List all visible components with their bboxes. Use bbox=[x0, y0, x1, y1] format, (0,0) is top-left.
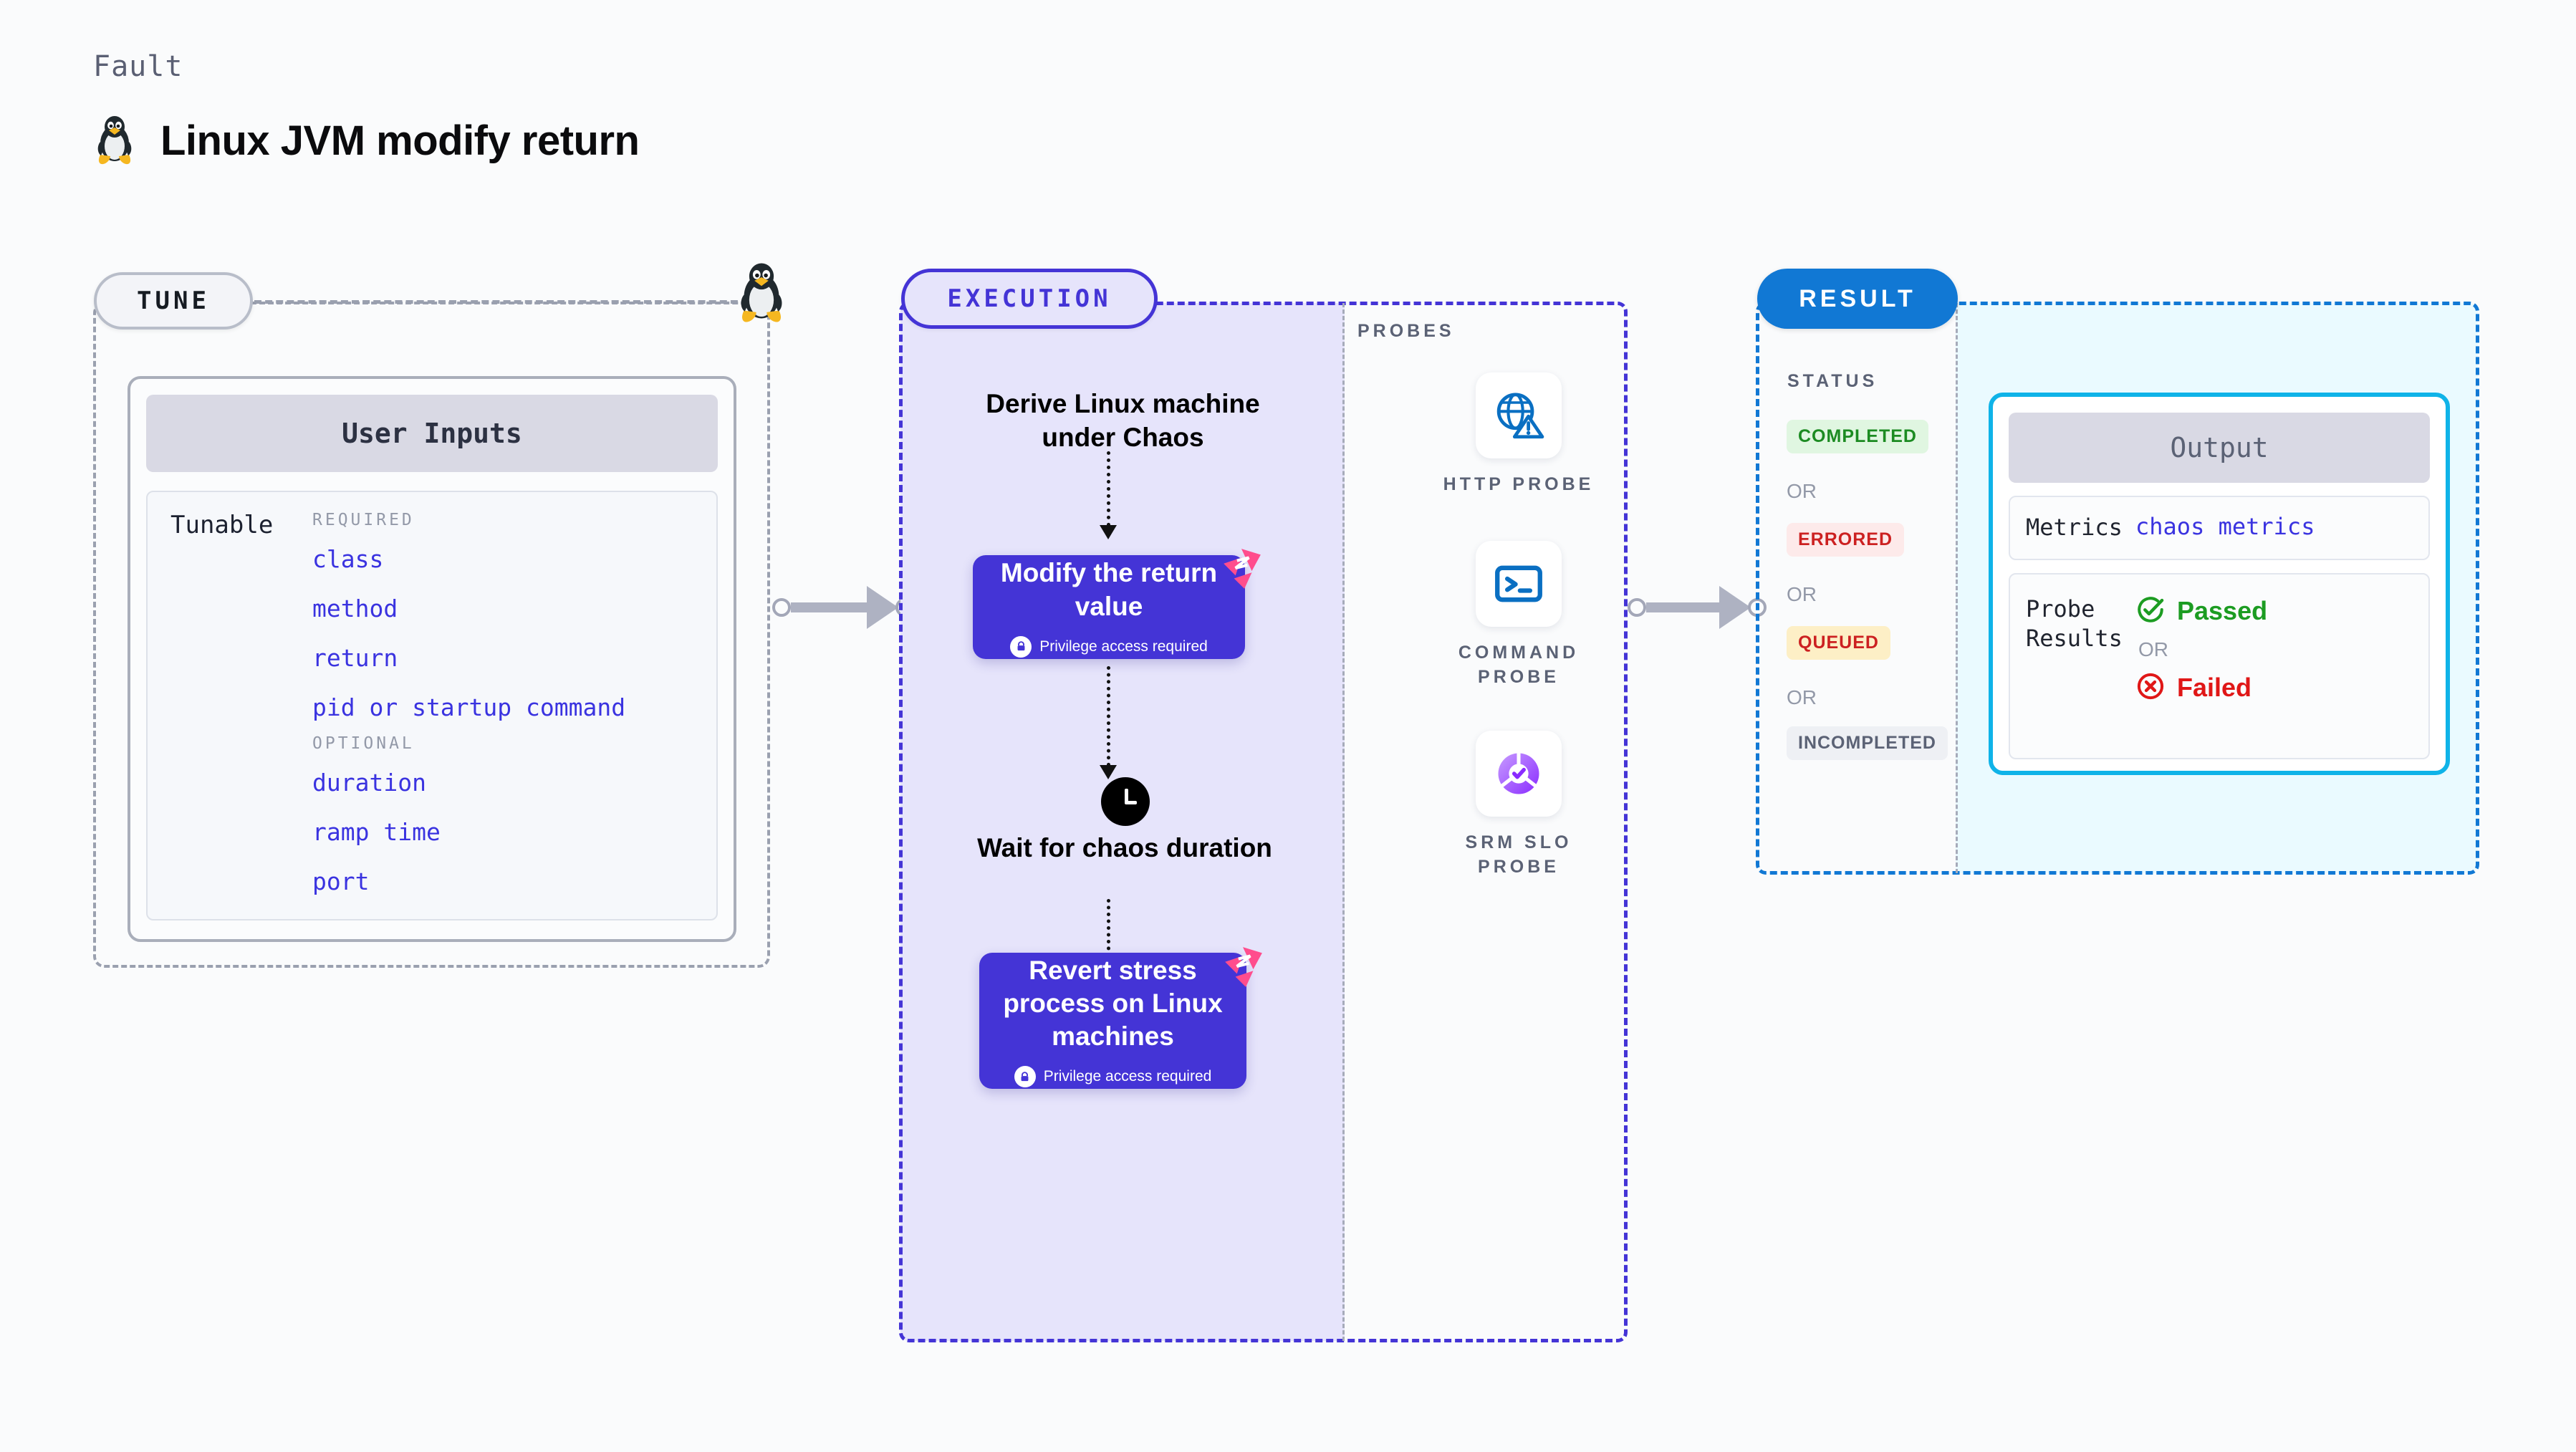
harness-logo-icon bbox=[1224, 549, 1261, 589]
user-inputs-title: User Inputs bbox=[146, 395, 718, 472]
execution-step-modify-box[interactable]: Modify the return value Privilege access… bbox=[973, 555, 1245, 659]
output-probe-results-values: Passed OR Failed bbox=[2135, 595, 2267, 742]
status-or-label-1: OR bbox=[1787, 480, 1817, 502]
tunable-group-heading-required: REQUIRED bbox=[312, 511, 415, 529]
probe-result-passed: Passed bbox=[2135, 595, 2267, 628]
status-or-label-3: OR bbox=[1787, 686, 1817, 708]
result-region-boundary bbox=[1756, 302, 2479, 875]
tunable-group-heading-optional: OPTIONAL bbox=[312, 734, 415, 753]
probe-command[interactable]: COMMAND PROBE bbox=[1429, 541, 1608, 690]
fault-title-row: Linux JVM modify return bbox=[93, 115, 640, 166]
tune-to-execution-arrow bbox=[772, 586, 914, 629]
lock-icon bbox=[1014, 1066, 1036, 1088]
status-badge-queued: QUEUED bbox=[1787, 626, 1890, 660]
execution-step-derive-label: Derive Linux machine under Chaos bbox=[986, 389, 1260, 453]
connector-arrowhead bbox=[1719, 586, 1751, 629]
tunable-item-return[interactable]: return bbox=[312, 644, 398, 672]
output-metrics-row: Metrics chaos metrics bbox=[2009, 496, 2430, 560]
execution-probes-divider bbox=[1342, 303, 1345, 1341]
privilege-access-note-revert: Privilege access required bbox=[1014, 1066, 1212, 1088]
status-section-label: STATUS bbox=[1787, 371, 1878, 391]
x-circle-icon bbox=[2135, 671, 2166, 705]
connector-line bbox=[1646, 602, 1721, 612]
connector-arrowhead bbox=[867, 586, 898, 629]
tune-linux-penguin-icon bbox=[735, 261, 788, 324]
fault-eyebrow-label: Fault bbox=[93, 50, 183, 83]
user-inputs-card: User Inputs Tunable REQUIRED class metho… bbox=[128, 376, 736, 942]
slo-donut-check-icon bbox=[1476, 731, 1562, 817]
execution-region-boundary bbox=[899, 302, 1628, 1342]
tunable-item-duration[interactable]: duration bbox=[312, 769, 426, 797]
status-badge-completed: COMPLETED bbox=[1787, 420, 1928, 453]
probes-section-label: PROBES bbox=[1357, 321, 1455, 341]
tunable-item-port[interactable]: port bbox=[312, 867, 370, 895]
probe-result-failed: Failed bbox=[2135, 671, 2267, 705]
output-title: Output bbox=[2009, 413, 2430, 483]
page-title: Linux JVM modify return bbox=[160, 117, 640, 164]
flow-arrowhead-2 bbox=[1100, 765, 1117, 779]
flow-dotted-line-2 bbox=[1107, 666, 1110, 766]
flow-dotted-line-3 bbox=[1107, 899, 1110, 971]
status-or-label-2: OR bbox=[1787, 583, 1817, 605]
tunable-label: Tunable bbox=[170, 511, 274, 539]
output-metrics-key: Metrics bbox=[2026, 514, 2123, 541]
tune-section-pill[interactable]: TUNE bbox=[94, 272, 253, 330]
tunable-item-class[interactable]: class bbox=[312, 545, 384, 573]
execution-step-modify-title: Modify the return value bbox=[1000, 558, 1218, 621]
status-badge-incompleted: INCOMPLETED bbox=[1787, 726, 1948, 760]
tune-dashed-connector bbox=[254, 300, 749, 304]
result-status-output-divider bbox=[1956, 303, 1958, 873]
terminal-icon bbox=[1476, 541, 1562, 627]
probe-result-or-label: OR bbox=[2138, 638, 2168, 660]
status-badge-errored: ERRORED bbox=[1787, 523, 1905, 557]
tunable-item-method[interactable]: method bbox=[312, 595, 398, 622]
result-section-pill[interactable]: RESULT bbox=[1757, 269, 1958, 329]
tunable-box: Tunable REQUIRED class method return pid… bbox=[146, 491, 718, 920]
privilege-access-label: Privilege access required bbox=[1043, 1068, 1212, 1085]
privilege-access-label: Privilege access required bbox=[1039, 638, 1208, 655]
probe-srm-slo-label: SRM SLO PROBE bbox=[1465, 832, 1572, 877]
lock-icon bbox=[1010, 635, 1032, 658]
execution-to-result-arrow bbox=[1628, 586, 1767, 629]
probe-result-passed-label: Passed bbox=[2177, 596, 2268, 626]
probe-srm-slo[interactable]: SRM SLO PROBE bbox=[1429, 731, 1608, 880]
connector-start-dot bbox=[1628, 598, 1646, 617]
output-metrics-value[interactable]: chaos metrics bbox=[2135, 513, 2315, 540]
probe-http[interactable]: HTTP PROBE bbox=[1429, 372, 1608, 497]
privilege-access-note-modify: Privilege access required bbox=[1010, 635, 1208, 658]
probe-command-label: COMMAND PROBE bbox=[1458, 643, 1580, 687]
linux-penguin-icon bbox=[93, 115, 136, 166]
execution-step-revert-title: Revert stress process on Linux machines bbox=[1003, 955, 1223, 1052]
execution-section-pill[interactable]: EXECUTION bbox=[901, 269, 1158, 329]
harness-logo-icon bbox=[1225, 947, 1262, 987]
connector-start-dot bbox=[772, 598, 791, 617]
check-circle-icon bbox=[2135, 595, 2166, 628]
tunable-item-pid-or-startup-command[interactable]: pid or startup command bbox=[312, 693, 626, 721]
flow-arrowhead-1 bbox=[1100, 525, 1117, 539]
flow-dotted-line-1 bbox=[1107, 451, 1110, 527]
clock-icon bbox=[1101, 777, 1150, 826]
execution-step-wait-label: Wait for chaos duration bbox=[977, 833, 1272, 862]
tunable-list: REQUIRED class method return pid or star… bbox=[312, 511, 716, 919]
connector-line bbox=[791, 602, 868, 612]
probe-result-failed-label: Failed bbox=[2177, 673, 2252, 703]
globe-warning-icon bbox=[1476, 372, 1562, 458]
probe-http-label: HTTP PROBE bbox=[1443, 474, 1595, 494]
execution-step-revert-box[interactable]: Revert stress process on Linux machines … bbox=[979, 953, 1246, 1089]
tunable-item-ramp-time[interactable]: ramp time bbox=[312, 818, 441, 846]
